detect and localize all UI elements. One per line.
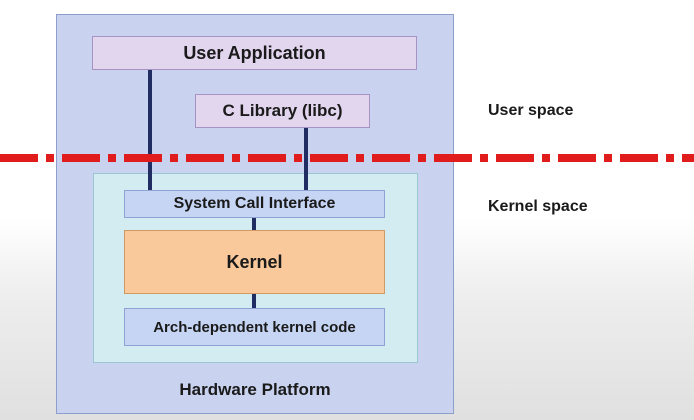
user-application-label: User Application	[183, 42, 326, 63]
user-application-box: User Application	[92, 36, 417, 70]
kernel-space-label: Kernel space	[488, 198, 588, 215]
kernel-to-arch-connector	[252, 294, 256, 308]
kernel-box: Kernel	[124, 230, 385, 294]
app-to-syscall-connector	[148, 70, 152, 190]
user-kernel-boundary-line	[0, 154, 694, 162]
arch-dependent-code-box: Arch-dependent kernel code	[124, 308, 385, 346]
syscall-to-kernel-connector	[252, 218, 256, 230]
c-library-box: C Library (libc)	[195, 94, 370, 128]
system-call-interface-box: System Call Interface	[124, 190, 385, 218]
user-space-label: User space	[488, 102, 574, 119]
hardware-platform-label: Hardware Platform	[179, 380, 331, 399]
system-call-interface-label: System Call Interface	[173, 195, 336, 212]
c-library-label: C Library (libc)	[222, 101, 343, 120]
arch-dependent-code-label: Arch-dependent kernel code	[153, 318, 356, 336]
kernel-label: Kernel	[226, 251, 283, 272]
